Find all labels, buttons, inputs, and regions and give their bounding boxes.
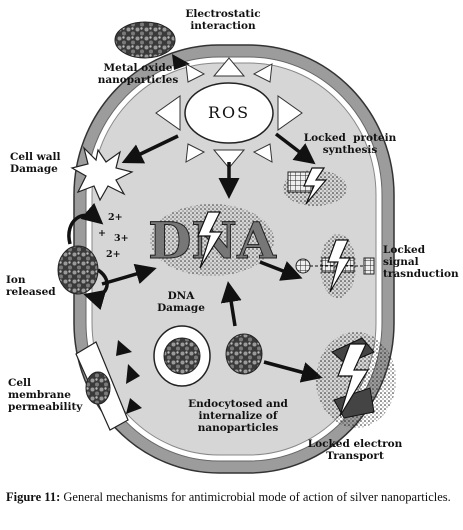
label-charge-2plus-b: 2+: [106, 249, 121, 260]
label-ion-released: Ion released: [6, 274, 56, 298]
ion-nanoparticle: [57, 245, 99, 295]
locked-protein-synthesis-icon: [283, 167, 347, 206]
label-cell-wall-damage: Cell wall Damage: [10, 151, 61, 175]
figure-caption-text: General mechanisms for antimicrobial mod…: [60, 490, 451, 504]
label-ros: ROS: [207, 103, 251, 122]
dna-helix: DNA: [148, 204, 278, 276]
free-nanoparticle: [225, 333, 263, 375]
figure-caption-label: Figure 11:: [6, 490, 61, 504]
figure-caption: Figure 11: General mechanisms for antimi…: [6, 489, 458, 505]
electrostatic-arrow-icon: [172, 54, 190, 70]
arrow-ion-to-dna: [101, 263, 157, 286]
ros-sun-icon: [155, 57, 303, 169]
mechanism-diagram: DNA: [6, 8, 459, 474]
label-electrostatic-interaction: Electrostatic interaction: [185, 8, 261, 32]
locked-signal-transduction-icon: [295, 234, 375, 298]
arrow-to-signal: [259, 260, 303, 281]
label-endocytosed-nanoparticles: Endocytosed and internalize of nanoparti…: [188, 398, 288, 434]
ion-release-arrow-upper: [67, 202, 104, 245]
locked-electron-transport-icon: [316, 332, 396, 428]
label-locked-protein-synthesis: Locked protein synthesis: [303, 132, 397, 156]
internalized-nanoparticle: [163, 337, 201, 375]
label-dna-damage: DNA Damage: [157, 290, 205, 314]
label-locked-electron-transport: Locked electron Transport: [307, 438, 403, 462]
arrow-to-protein: [274, 132, 316, 165]
cell-wall-damage-burst-icon: [70, 146, 134, 202]
label-charge-plus: +: [98, 228, 106, 239]
label-cell-membrane-permeability: Cell membrane permeability: [8, 377, 83, 413]
ion-release-arrow-lower: [83, 268, 109, 310]
label-charge-2plus-a: 2+: [108, 212, 123, 223]
diagram-canvas: DNA: [57, 21, 396, 474]
membrane-channel: [75, 340, 142, 431]
label-charge-3plus: 3+: [114, 233, 129, 244]
arrow-to-electron-transport: [263, 360, 323, 383]
metal-oxide-nanoparticle: [114, 21, 176, 59]
label-metal-oxide-nanoparticles: Metal oxide nanoparticles: [97, 62, 179, 86]
arrow-to-cell-wall: [121, 134, 179, 164]
arrow-endocytosis-to-dna: [220, 281, 242, 327]
label-locked-signal-transduction: Locked signal trasnduction: [383, 244, 459, 280]
dna-damage-bolt-icon: [197, 211, 224, 269]
